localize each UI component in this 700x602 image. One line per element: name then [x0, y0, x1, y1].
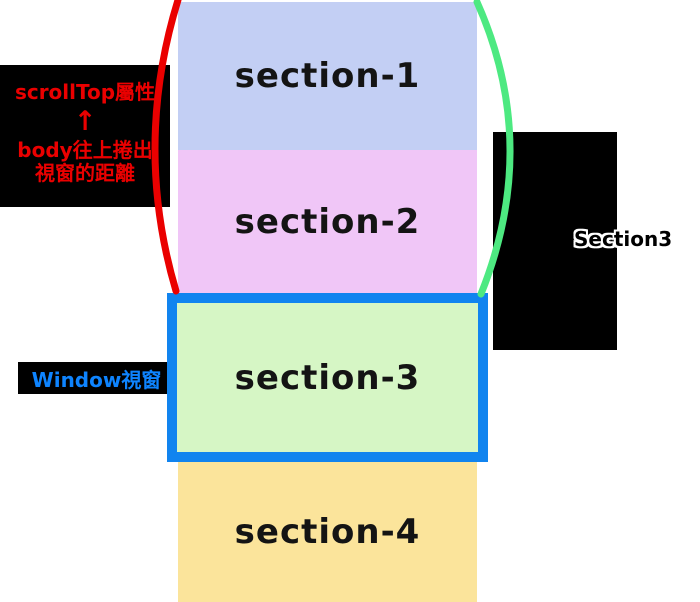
scrolltop-annotation-box: scrollTop屬性 ↑ body往上捲出 視窗的距離	[0, 65, 170, 207]
right-annotation-box	[493, 132, 617, 350]
section-3-label: section-3	[234, 357, 421, 398]
scroll-distance-text-line1: body往上捲出	[17, 138, 153, 162]
section-4-block: section-4	[178, 462, 477, 602]
section-3-block: section-3	[177, 303, 478, 452]
section-4-label: section-4	[234, 512, 421, 552]
section-1-block: section-1	[178, 2, 477, 150]
section-2-label: section-2	[234, 201, 421, 242]
window-viewport-label-box: Window視窗	[18, 362, 175, 394]
up-arrow-icon: ↑	[73, 106, 97, 137]
window-viewport-frame: section-3	[167, 293, 488, 462]
right-annotation-label: Section3	[574, 227, 673, 251]
window-viewport-label: Window視窗	[31, 367, 162, 392]
scroll-distance-text-line2: 視窗的距離	[35, 161, 135, 185]
section-1-label: section-1	[234, 56, 421, 96]
section-2-block: section-2	[178, 150, 477, 293]
scrolltop-property-label: scrollTop屬性	[14, 80, 156, 104]
